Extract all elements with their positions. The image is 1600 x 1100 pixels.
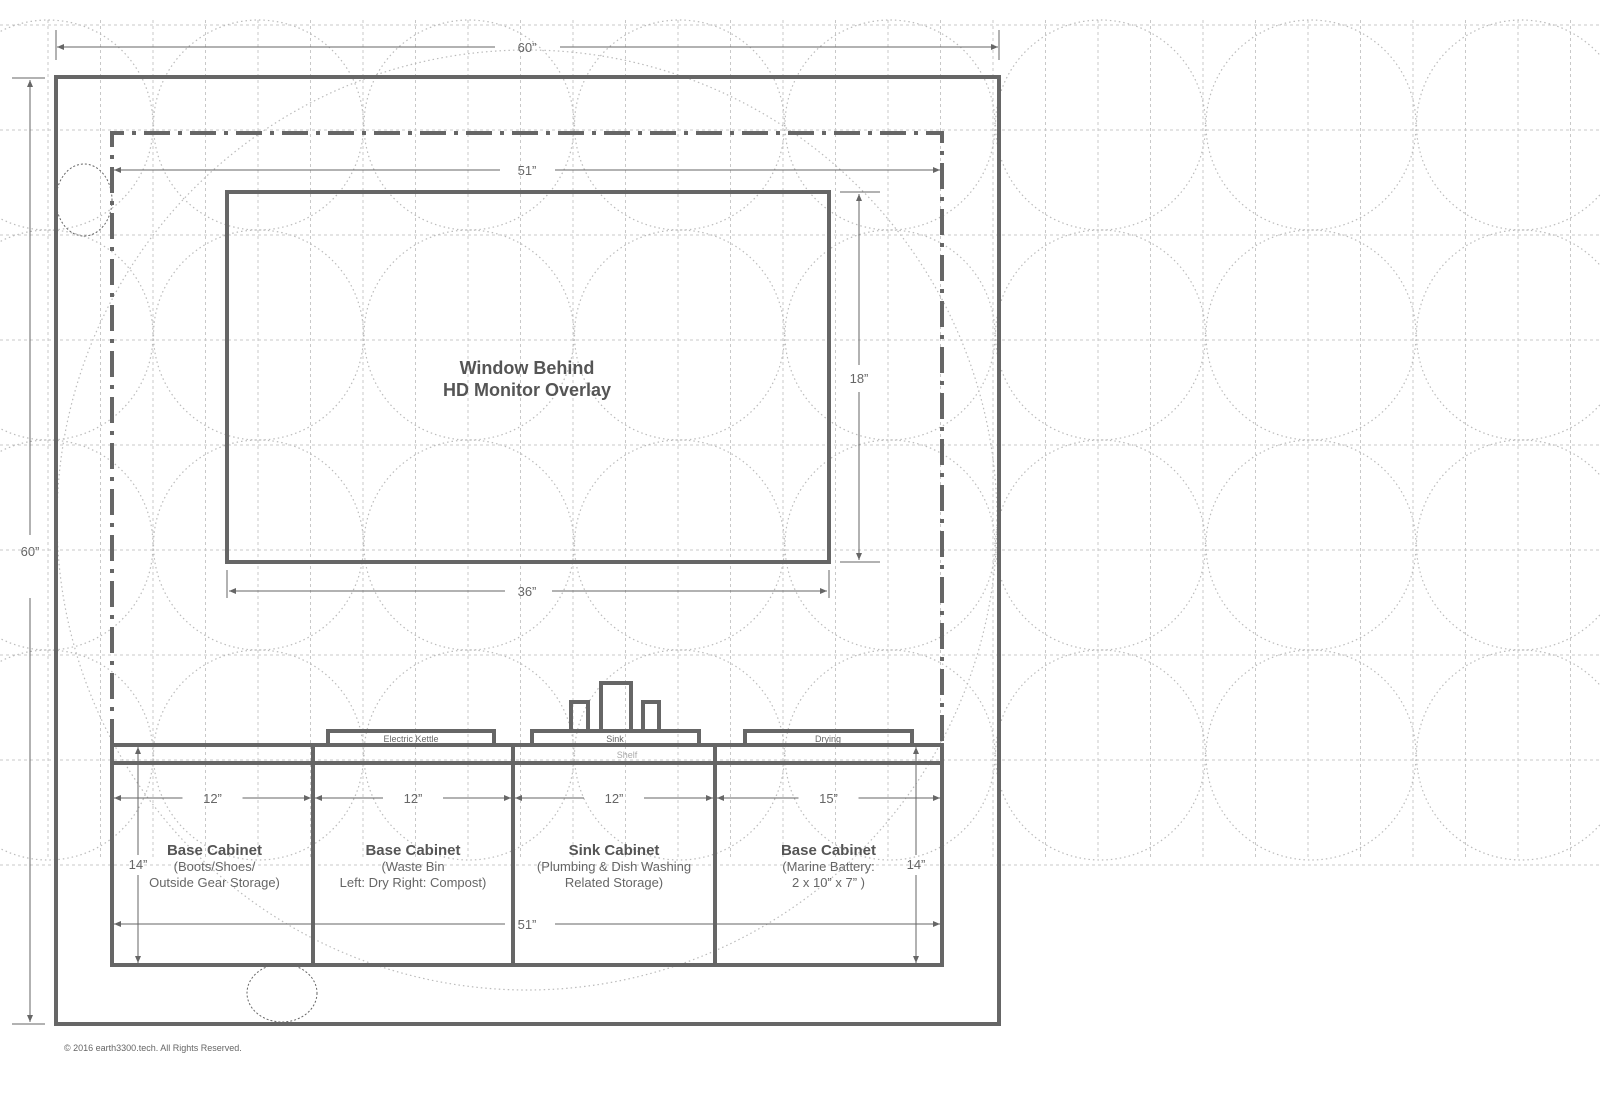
cabinet-description: (Marine Battery: [782, 859, 874, 874]
inner-boundary [110, 131, 944, 745]
shelf-label: Shelf [617, 750, 638, 760]
svg-text:60”: 60” [21, 544, 40, 559]
grid-circle [363, 229, 575, 441]
grid-circle [363, 439, 575, 651]
grid-circle [1205, 439, 1417, 651]
grid-circle [1415, 439, 1600, 651]
cabinet-title: Sink Cabinet [569, 842, 660, 859]
window-width-dimension: 36” [226, 570, 830, 599]
cabinet-height-dimension-left: 14” [129, 747, 148, 963]
cabinet-width-label: 15” [819, 791, 838, 806]
cabinet-title: Base Cabinet [781, 842, 876, 859]
grid-circle [1415, 229, 1600, 441]
cabinet-height-dimension-right: 14” [907, 747, 926, 963]
grid-circle [573, 439, 786, 651]
cabinet-title: Base Cabinet [167, 842, 262, 859]
grid-circle [1205, 229, 1417, 441]
svg-text:51”: 51” [518, 917, 537, 932]
cabinet-1: 12” Base Cabinet(Boots/Shoes/Outside Gear… [114, 791, 311, 890]
cabinet-description: Outside Gear Storage) [149, 875, 280, 890]
grid-circle [994, 649, 1207, 861]
grid-circle [1415, 649, 1600, 861]
grid-circle [784, 19, 996, 231]
grid-circle [0, 19, 154, 231]
faucet-handle-right [641, 700, 661, 733]
window-label: Window Behind [460, 358, 595, 378]
faucet-handle-left [569, 700, 590, 733]
svg-text:18”: 18” [850, 371, 869, 386]
corner-marker [246, 963, 318, 1023]
grid-circle [994, 439, 1207, 651]
grid-circle [0, 649, 154, 861]
grid-circle [1205, 19, 1417, 231]
overall-width-dimension: 60” [55, 30, 1000, 60]
sink-label: Sink [606, 734, 624, 744]
cabinet-description: (Plumbing & Dish Washing [537, 859, 691, 874]
drying-label: Drying [815, 734, 841, 744]
cabinet-4: 15” Base Cabinet(Marine Battery:2 x 10” x… [717, 791, 940, 890]
grid-circle [784, 649, 996, 861]
inner-width-dimension: 51” [114, 163, 940, 178]
svg-text:36”: 36” [518, 584, 537, 599]
copyright-text: © 2016 earth3300.tech. All Rights Reserv… [64, 1043, 242, 1053]
svg-text:14”: 14” [907, 857, 926, 872]
outer-wall [54, 75, 1001, 1026]
cabinet-base [110, 761, 944, 967]
window-height-dimension: 18” [840, 191, 880, 563]
cabinet-total-width-dimension: 51” [114, 917, 940, 932]
kettle-label: Electric Kettle [383, 734, 438, 744]
window-label: HD Monitor Overlay [443, 380, 611, 400]
cabinet-width-label: 12” [203, 791, 222, 806]
grid-circle [1415, 19, 1600, 231]
grid-circle [994, 19, 1207, 231]
grid-circle [1205, 649, 1417, 861]
cabinet-width-label: 12” [404, 791, 423, 806]
grid-circle [363, 19, 575, 231]
corner-marker [55, 163, 113, 237]
cabinet-description: (Waste Bin [381, 859, 444, 874]
grid-circle [994, 229, 1207, 441]
cabinet-3: 12” Sink Cabinet(Plumbing & Dish WashingR… [515, 791, 713, 890]
background-grid [0, 19, 1600, 991]
cabinet-title: Base Cabinet [365, 842, 460, 859]
cabinet-description: Related Storage) [565, 875, 663, 890]
grid-circle [0, 229, 154, 441]
svg-text:14”: 14” [129, 857, 148, 872]
svg-text:60”: 60” [518, 40, 537, 55]
cabinet-description: 2 x 10” x 7” ) [792, 875, 865, 890]
grid-circle [363, 649, 575, 861]
cabinet-description: Left: Dry Right: Compost) [340, 875, 487, 890]
grid-circle [573, 229, 786, 441]
grid-circle [573, 19, 786, 231]
cabinet-description: (Boots/Shoes/ [174, 859, 256, 874]
overall-height-dimension: 60” [12, 77, 45, 1025]
grid-circle [784, 229, 996, 441]
grid-circle [784, 439, 996, 651]
faucet [599, 681, 633, 733]
svg-text:51”: 51” [518, 163, 537, 178]
cabinet-width-label: 12” [605, 791, 624, 806]
window-monitor [225, 190, 831, 564]
